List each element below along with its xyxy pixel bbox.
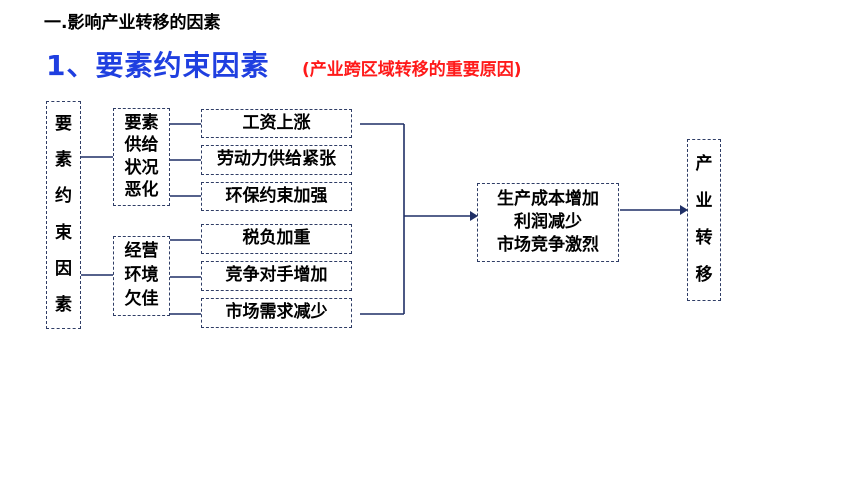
- arrowhead-result: [470, 211, 478, 221]
- section-heading: 一.影响产业转移的因素: [44, 13, 221, 33]
- factor-item-competitors: 竞争对手增加: [201, 261, 352, 291]
- factor-label-char: 束: [55, 222, 72, 243]
- result-line: 利润减少: [514, 211, 582, 232]
- group1-label-line: 状况: [124, 157, 159, 178]
- factor-label-box: 要素约束因素: [46, 101, 81, 329]
- factor-label-char: 因: [55, 258, 72, 279]
- outcome-box: 产业转移: [687, 139, 721, 301]
- group1-label-line: 恶化: [124, 180, 159, 201]
- group1-label-line: 供给: [124, 135, 159, 156]
- outcome-char: 产: [695, 153, 713, 174]
- factor-item-environment: 环保约束加强: [201, 182, 352, 211]
- group1-label-box: 要素供给状况恶化: [113, 108, 170, 206]
- arrowhead-outcome: [680, 205, 688, 215]
- result-line: 市场竞争激烈: [497, 235, 599, 256]
- group2-label-line: 欠佳: [124, 289, 159, 310]
- result-box: 生产成本增加利润减少市场竞争激烈: [477, 183, 619, 262]
- factor-label-char: 要: [55, 113, 72, 134]
- group1-label-line: 要素: [124, 112, 159, 133]
- subtitle: (产业跨区域转移的重要原因): [302, 60, 522, 80]
- factor-label-char: 素: [55, 295, 72, 316]
- group2-label-box: 经营环境欠佳: [113, 236, 170, 316]
- factor-item-tax: 税负加重: [201, 224, 352, 254]
- outcome-char: 转: [695, 227, 713, 248]
- main-title: 1、要素约束因素: [46, 49, 270, 82]
- result-line: 生产成本增加: [497, 188, 599, 209]
- factor-label-char: 约: [55, 186, 72, 207]
- factor-label-char: 素: [55, 149, 72, 170]
- factor-item-labor: 劳动力供给紧张: [201, 145, 352, 175]
- group2-label-line: 环境: [124, 265, 159, 286]
- outcome-char: 移: [695, 264, 713, 285]
- factor-item-wages: 工资上涨: [201, 109, 352, 138]
- outcome-char: 业: [695, 190, 713, 211]
- group2-label-line: 经营: [124, 241, 159, 262]
- factor-item-demand: 市场需求减少: [201, 298, 352, 328]
